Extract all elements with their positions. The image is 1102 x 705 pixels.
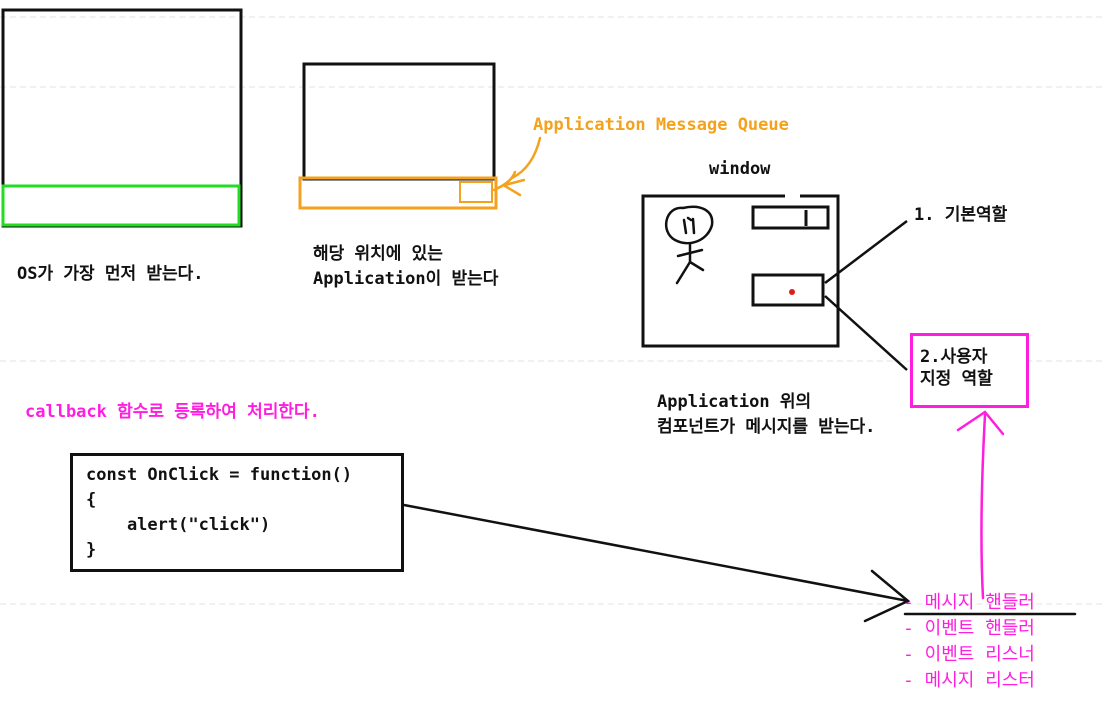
os-taskbar <box>1 184 241 227</box>
click-point <box>789 289 795 295</box>
window-button <box>751 273 825 307</box>
handler-up-arrow <box>956 410 1005 600</box>
queue-slot <box>459 181 493 203</box>
code-line: alert("click") <box>86 515 271 535</box>
queue-label: Application Message Queue <box>533 115 789 135</box>
component-caption-line2: 컴포넌트가 메시지를 받는다. <box>657 417 876 437</box>
handler-list-item: - 메시지 핸들러 <box>903 592 1035 613</box>
handler-list: - 메시지 핸들러 - 이벤트 핸들러 - 이벤트 리스너 - 메시지 리스터 <box>903 590 1035 694</box>
code-line: } <box>86 540 97 560</box>
code-snippet-box: const OnClick = function() { alert("clic… <box>70 453 404 572</box>
window-label: window <box>709 159 771 179</box>
callback-caption: callback 함수로 등록하여 처리한다. <box>25 402 320 422</box>
handler-list-item: - 메시지 리스터 <box>903 670 1035 691</box>
stick-figure-doodle <box>664 205 714 285</box>
app-caption-line1: 해당 위치에 있는 <box>313 244 443 264</box>
component-caption-line1: Application 위의 <box>657 392 812 412</box>
os-screen <box>1 8 243 228</box>
role-user-box: 2.사용자 지정 역할 <box>910 333 1029 408</box>
window-frame <box>641 194 840 348</box>
callback-arrow <box>402 503 1077 623</box>
role-user-line1: 2.사용자 <box>920 347 988 367</box>
code-line: const OnClick = function() <box>86 465 353 485</box>
role-connector-lines <box>824 220 908 371</box>
role-user-line2: 지정 역할 <box>920 369 993 389</box>
role-basic-label: 1. 기본역할 <box>914 205 1008 225</box>
app-caption-line2: Application이 받는다 <box>313 269 499 289</box>
app-queue-bar <box>298 176 498 210</box>
window-textbox <box>751 205 830 230</box>
queue-pointer-arrow <box>492 136 542 197</box>
code-line: { <box>86 490 97 510</box>
handler-list-item: - 이벤트 핸들러 <box>903 618 1035 639</box>
os-caption: OS가 가장 먼저 받는다. <box>17 264 204 284</box>
application-screen <box>298 62 542 210</box>
handler-list-item: - 이벤트 리스너 <box>903 644 1035 665</box>
